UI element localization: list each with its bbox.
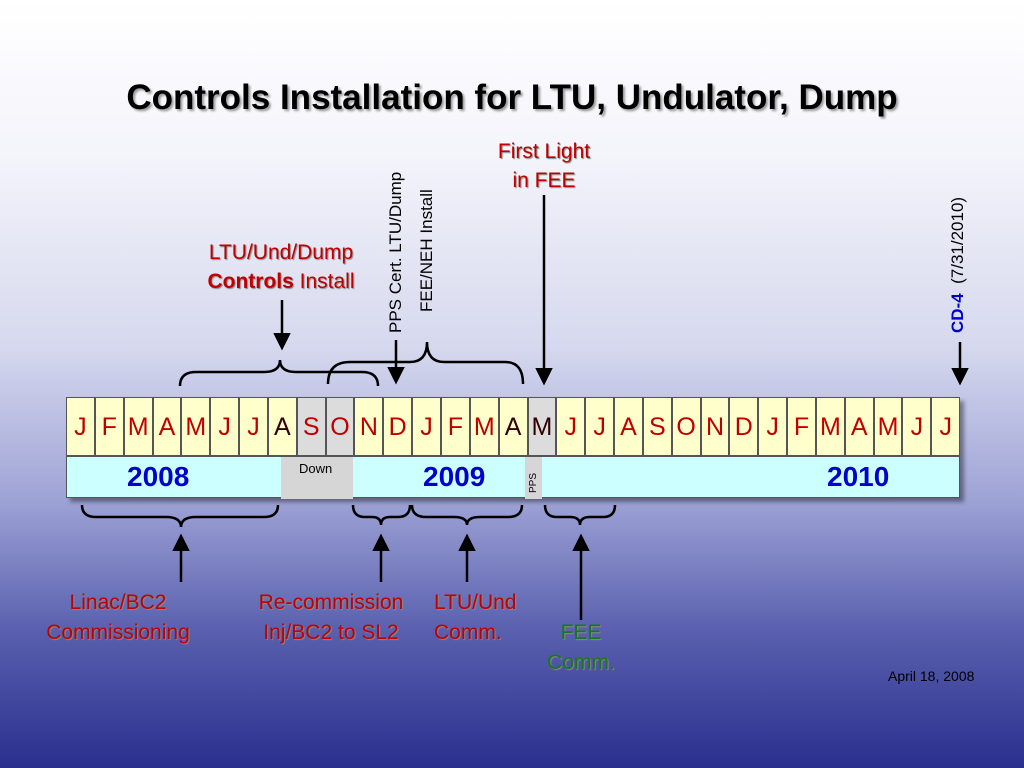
linac-line1: Linac/BC2	[69, 591, 167, 614]
linac-commissioning-label: Linac/BC2 Commissioning	[18, 588, 218, 648]
ltu-comm-line1: LTU/Und	[434, 591, 517, 614]
month-cell: J	[931, 397, 961, 456]
month-cell: O	[325, 397, 355, 456]
first-light-label: First Light in FEE	[474, 137, 614, 195]
month-cell: S	[296, 397, 326, 456]
year-2009: 2009	[423, 461, 486, 492]
month-cell: A	[152, 397, 182, 456]
recomm-line2: Inj/BC2 to SL2	[263, 621, 399, 644]
down-period-band	[281, 457, 353, 499]
month-cell: J	[758, 397, 788, 456]
month-cell: J	[902, 397, 932, 456]
brace-controls-install	[178, 359, 380, 387]
month-cell: A	[267, 397, 297, 456]
month-cell: N	[700, 397, 730, 456]
month-cell: J	[66, 397, 95, 456]
month-cell: J	[239, 397, 268, 456]
month-cell: N	[354, 397, 384, 456]
brace-ltu-comm	[410, 504, 524, 526]
pps-period-band	[525, 457, 542, 499]
first-light-line2: in FEE	[512, 169, 576, 192]
month-cell: F	[440, 397, 470, 456]
cd4-text: CD-4	[948, 293, 967, 333]
slide-title: Controls Installation for LTU, Undulator…	[126, 78, 898, 117]
ltu-comm-label: LTU/Und Comm.	[434, 588, 544, 648]
pps-label: PPS	[528, 472, 539, 493]
year-row: 2008 2009 2010 Down PPS	[66, 456, 960, 499]
year-2010: 2010	[827, 461, 890, 492]
month-cell: D	[383, 397, 413, 456]
month-cell: A	[844, 397, 874, 456]
month-cell: M	[815, 397, 845, 456]
cd4-label: CD-4 (7/31/2010)	[948, 197, 968, 333]
pps-cert-label: PPS Cert. LTU/Dump	[386, 171, 405, 333]
month-cell: M	[469, 397, 499, 456]
fee-neh-install-label: FEE/NEH Install	[417, 189, 436, 312]
controls-bold: Controls	[207, 270, 294, 293]
brace-recommission	[351, 504, 412, 526]
fee-comm-line2: Comm.	[547, 651, 615, 674]
month-cell: J	[556, 397, 586, 456]
cd4-date: (7/31/2010)	[948, 196, 967, 284]
month-cell: F	[94, 397, 124, 456]
month-cell: D	[729, 397, 759, 456]
month-cell: M	[527, 397, 557, 456]
install-text: Install	[293, 270, 355, 293]
down-label: Down	[299, 461, 333, 476]
brace-fee-neh-install	[326, 341, 525, 385]
month-cell: J	[412, 397, 441, 456]
fee-comm-line1: FEE	[560, 621, 602, 644]
fee-comm-label: FEE Comm.	[522, 618, 640, 678]
month-cell: M	[181, 397, 211, 456]
slide-date: April 18, 2008	[888, 668, 975, 684]
brace-linac-commissioning	[80, 504, 280, 528]
year-2008: 2008	[127, 461, 190, 492]
month-cell: F	[787, 397, 816, 456]
month-cell: J	[585, 397, 615, 456]
month-cell: O	[671, 397, 701, 456]
controls-install-line2: Controls Install	[176, 267, 386, 296]
controls-install-label: LTU/Und/Dump Controls Install	[176, 238, 386, 296]
month-cell: M	[123, 397, 153, 456]
brace-fee-comm	[543, 504, 617, 526]
month-cell: A	[614, 397, 643, 456]
month-cell: S	[642, 397, 672, 456]
ltu-comm-line2: Comm.	[434, 621, 502, 644]
month-cell: A	[498, 397, 528, 456]
first-light-line1: First Light	[497, 140, 591, 163]
month-cell: M	[873, 397, 903, 456]
recommission-label: Re-commission Inj/BC2 to SL2	[236, 588, 426, 648]
controls-install-line1: LTU/Und/Dump	[208, 241, 354, 264]
recomm-line1: Re-commission	[258, 591, 404, 614]
linac-line2: Commissioning	[46, 621, 190, 644]
month-cell: J	[210, 397, 240, 456]
